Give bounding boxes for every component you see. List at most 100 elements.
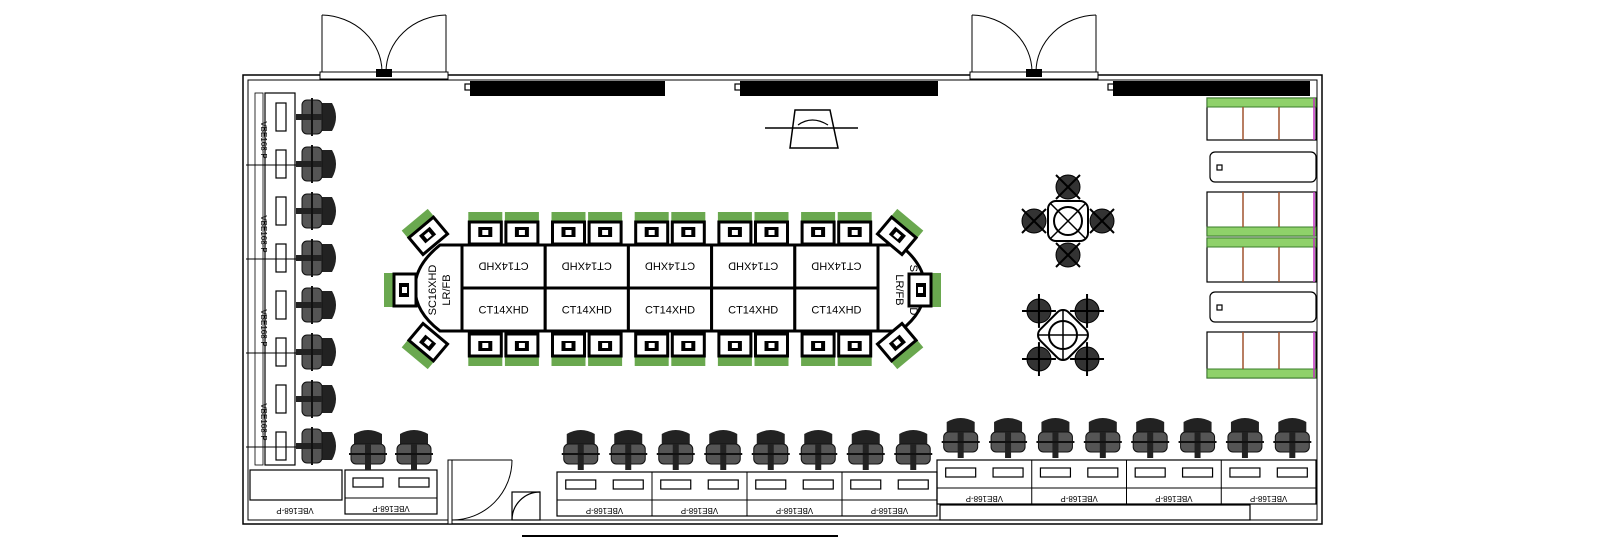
whiteboard xyxy=(1113,81,1310,96)
sofa xyxy=(1206,191,1317,237)
chair-headrest xyxy=(851,430,880,444)
monitor xyxy=(755,479,787,490)
desk-label: VBE168-P xyxy=(1060,494,1097,503)
chair-headrest xyxy=(322,150,336,178)
monitor xyxy=(707,479,739,490)
monitor xyxy=(612,479,644,490)
stool-legs xyxy=(1021,208,1047,234)
chair-spine xyxy=(411,444,417,470)
chair-back xyxy=(837,212,872,222)
monitor xyxy=(802,479,834,490)
chair-back xyxy=(551,212,586,222)
doors xyxy=(319,14,1099,525)
chair-center xyxy=(648,343,655,348)
chair-back xyxy=(504,212,539,222)
monitor xyxy=(275,196,287,226)
chair-spine xyxy=(672,444,679,470)
monitor xyxy=(275,149,287,179)
chair-headrest xyxy=(322,432,336,460)
sofa-back xyxy=(1206,368,1317,379)
chair-center xyxy=(893,338,902,347)
table-label: CT14XHD xyxy=(728,260,778,272)
chair-headrest xyxy=(322,385,336,413)
desk-label: VBE168-P xyxy=(1250,494,1287,503)
chair-center xyxy=(815,343,822,348)
monitor xyxy=(275,337,287,367)
monitor xyxy=(275,102,287,132)
chair-headrest xyxy=(661,430,690,444)
podium-chair xyxy=(765,109,858,149)
chair-headrest xyxy=(1088,418,1117,432)
chair-spine xyxy=(625,444,632,470)
chair-spine xyxy=(1052,432,1059,458)
office-chair xyxy=(751,430,790,470)
round-table xyxy=(1021,293,1105,377)
table-label: CT14XHD xyxy=(562,260,612,272)
chair-back xyxy=(931,273,941,307)
office-chair xyxy=(656,430,695,470)
desk-return xyxy=(249,469,343,501)
chair-headrest xyxy=(1183,418,1212,432)
bench-mark xyxy=(1216,304,1223,311)
stool-legs xyxy=(1070,293,1105,328)
monitor xyxy=(1134,467,1166,478)
office-chair xyxy=(1083,418,1122,458)
whiteboard xyxy=(740,81,938,96)
chair-spine xyxy=(296,255,322,261)
monitor xyxy=(897,479,929,490)
chair-center xyxy=(402,287,407,293)
chair-spine xyxy=(1099,432,1106,458)
office-chair xyxy=(296,333,336,371)
desk-label: VBE168-P xyxy=(1155,494,1192,503)
table-label: CT14XHD xyxy=(479,305,529,317)
bench-body xyxy=(1209,151,1317,183)
office-chair xyxy=(799,430,838,470)
monitor xyxy=(275,384,287,414)
chair-center xyxy=(918,287,923,293)
monitor xyxy=(565,479,597,490)
chair-spine xyxy=(957,432,964,458)
student-chair xyxy=(634,332,670,366)
student-chair xyxy=(907,272,941,308)
student-chair xyxy=(717,332,753,366)
door-hinge xyxy=(1026,69,1042,77)
inner-wall xyxy=(247,79,1318,521)
chair-headrest xyxy=(322,244,336,272)
office-chair xyxy=(296,98,336,136)
monitor xyxy=(275,290,287,320)
desk-label: VBE168-P xyxy=(259,309,268,346)
table-label: CT14XHD xyxy=(728,305,778,317)
door-swing xyxy=(511,491,541,521)
student-chair xyxy=(467,332,503,366)
student-chair xyxy=(837,212,873,246)
student-chair xyxy=(670,332,706,366)
student-chair xyxy=(550,212,586,246)
office-chair xyxy=(1036,418,1075,458)
chair-back xyxy=(551,356,586,366)
chair-headrest xyxy=(1136,418,1165,432)
chair-center xyxy=(423,338,432,347)
table-label: CT14XHD xyxy=(811,260,861,272)
monitor xyxy=(1181,467,1214,478)
desk-step xyxy=(939,504,1251,521)
office-chair xyxy=(349,430,387,470)
chair-center xyxy=(731,230,738,235)
chair-center xyxy=(851,343,858,348)
office-chair xyxy=(395,430,433,470)
chair-back xyxy=(634,212,669,222)
chair-back xyxy=(890,339,924,370)
monitor xyxy=(275,243,287,273)
chair-back xyxy=(801,356,836,366)
chair-back xyxy=(717,356,752,366)
office-chair xyxy=(846,430,885,470)
student-chair xyxy=(875,321,924,370)
office-chair xyxy=(296,427,336,465)
stool-legs xyxy=(1055,242,1081,268)
chair-headrest xyxy=(354,430,382,444)
outer-wall xyxy=(242,74,1323,525)
door-leaf-2 xyxy=(511,491,541,521)
chair-headrest xyxy=(1230,418,1259,432)
chair-spine xyxy=(815,444,822,470)
bench xyxy=(1209,151,1317,183)
board-bracket xyxy=(1107,83,1115,91)
